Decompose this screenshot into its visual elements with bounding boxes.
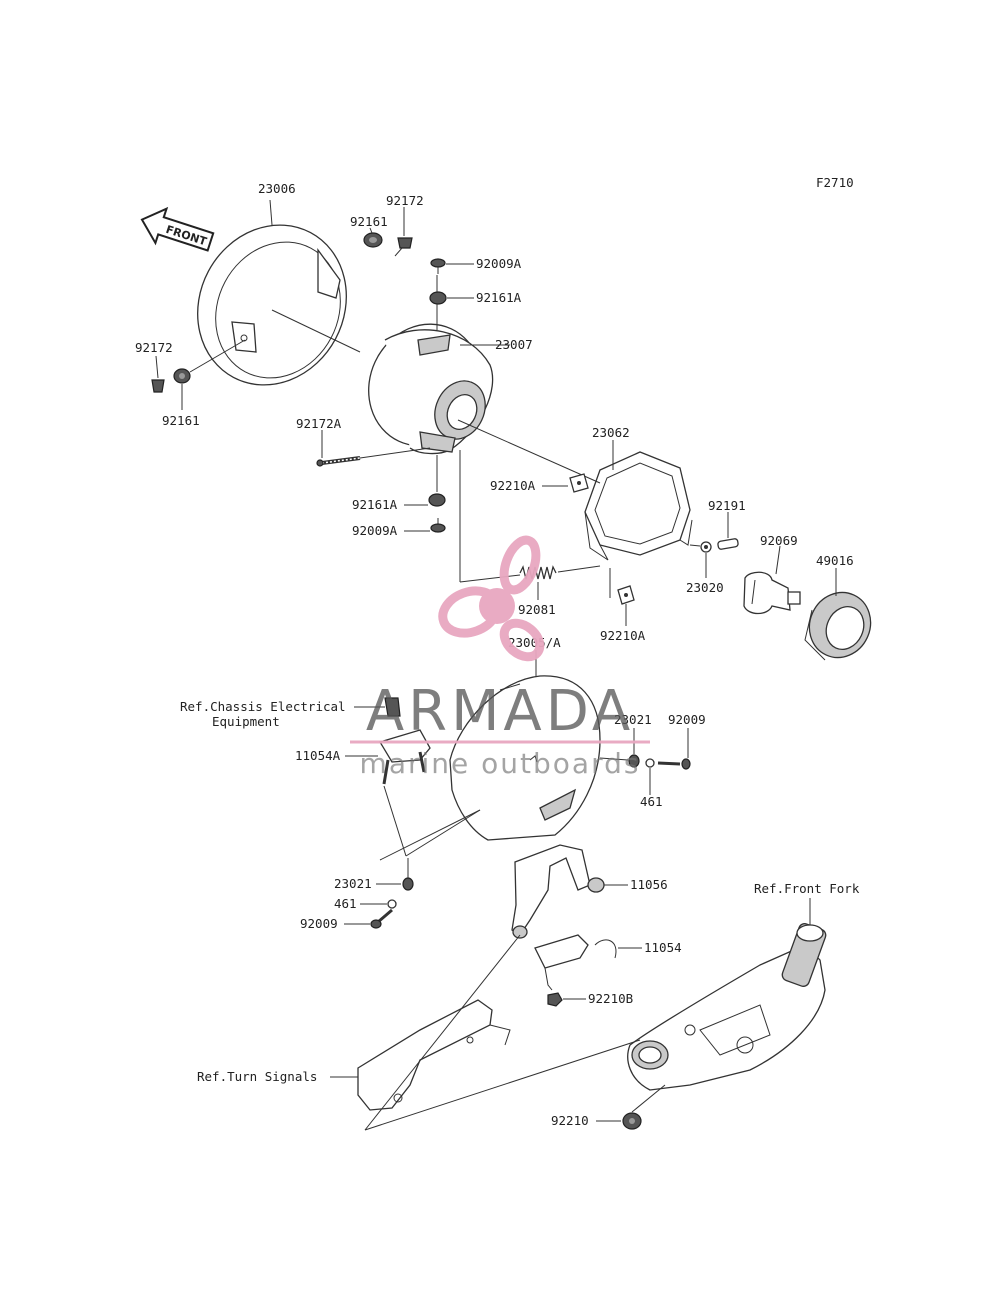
headlight-bulb-92069 (743, 571, 801, 615)
front-fork-bracket (627, 923, 827, 1091)
label-23005A: 23005/A (508, 635, 561, 650)
grommet-92161A-bottom (428, 493, 446, 507)
figure-code: F2710 (816, 175, 854, 190)
grommet-23021-left (402, 877, 414, 891)
screw-92172-top (394, 237, 413, 257)
armada-watermark: ARMADA marine outboards (350, 535, 650, 780)
label-92161-left: 92161 (162, 413, 200, 428)
watermark-brand: ARMADA (366, 679, 634, 744)
grommet-23021-right (628, 754, 640, 768)
ref-chassis-line2: Equipment (212, 714, 280, 729)
bolt-92009-left (370, 908, 393, 929)
label-23007: 23007 (495, 337, 533, 352)
nut-92210B (547, 992, 563, 1007)
screw-92172-left (151, 379, 165, 393)
label-92161-top: 92161 (350, 214, 388, 229)
ref-chassis-line1: Ref.Chassis Electrical (180, 699, 346, 714)
label-92191: 92191 (708, 498, 746, 513)
label-461-right: 461 (640, 794, 663, 809)
label-92210A-bottom: 92210A (600, 628, 646, 643)
label-92081: 92081 (518, 602, 556, 617)
label-23021-right: 23021 (614, 712, 652, 727)
bolt-92009-right (657, 758, 691, 770)
label-92161A-bottom: 92161A (352, 497, 398, 512)
headlight-cowl-23005A (449, 675, 601, 841)
dust-cover-49016 (804, 591, 872, 661)
label-92172-top: 92172 (386, 193, 424, 208)
turn-signal-bracket (357, 999, 511, 1111)
bolt-92009A-bottom (430, 518, 446, 533)
grommet-92161A-top (429, 291, 447, 305)
armada-propeller-logo (438, 535, 545, 662)
bracket-11056 (511, 844, 605, 939)
label-11056: 11056 (630, 877, 668, 892)
bracket-11054A (379, 729, 431, 785)
label-92009-right: 92009 (668, 712, 706, 727)
label-92172A: 92172A (296, 416, 342, 431)
label-92009A-bottom: 92009A (352, 523, 398, 538)
label-461-left: 461 (334, 896, 357, 911)
label-23062: 23062 (592, 425, 630, 440)
label-92210A-top: 92210A (490, 478, 536, 493)
label-92172-left: 92172 (135, 340, 173, 355)
label-92009-left: 92009 (300, 916, 338, 931)
nut-23020 (700, 541, 712, 553)
nut-92210 (622, 1112, 642, 1130)
ref-turn-signals: Ref.Turn Signals (197, 1069, 317, 1084)
screw-92172A (316, 456, 361, 467)
label-11054: 11054 (644, 940, 682, 955)
collar-461-right (645, 758, 655, 768)
label-92161A-top: 92161A (476, 290, 522, 305)
clip-92210A-top (569, 473, 589, 493)
front-arrow-icon: FRONT (140, 206, 215, 252)
label-23020: 23020 (686, 580, 724, 595)
label-92069: 92069 (760, 533, 798, 548)
label-23006: 23006 (258, 181, 296, 196)
pin-92191 (717, 538, 739, 550)
label-92009A-top: 92009A (476, 256, 522, 271)
label-92210B: 92210B (588, 991, 633, 1006)
grommet-92161-top (363, 232, 383, 248)
label-23021-left: 23021 (334, 876, 372, 891)
ref-front-fork: Ref.Front Fork (754, 881, 860, 896)
bracket-11054 (534, 934, 617, 991)
label-92210: 92210 (551, 1113, 589, 1128)
connector-chassis (384, 697, 401, 717)
grommet-92161-left (173, 368, 191, 384)
clip-92210A-bottom (617, 585, 635, 605)
headlight-frame-bracket (584, 451, 693, 561)
headlight-housing (368, 323, 494, 455)
collar-461-left (387, 899, 397, 909)
bolt-92009A-top (430, 258, 446, 274)
watermark-tagline: marine outboards (360, 747, 641, 780)
label-11054A: 11054A (295, 748, 341, 763)
label-49016: 49016 (816, 553, 854, 568)
